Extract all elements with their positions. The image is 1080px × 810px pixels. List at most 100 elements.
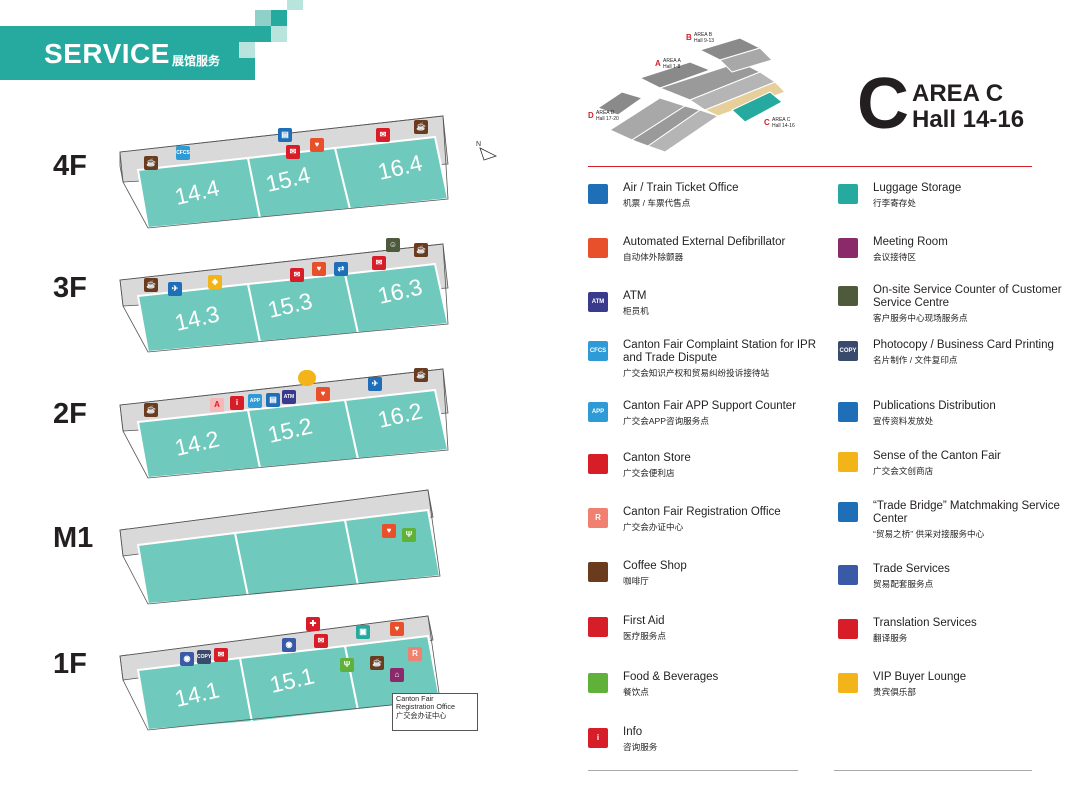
legend-label: Air / Train Ticket Office (623, 182, 739, 194)
trade-bridge-icon (838, 502, 858, 522)
legend-label: Canton Fair Registration Office (623, 506, 781, 518)
trade-bridge-icon[interactable]: ⇄ (334, 262, 348, 276)
svg-text:N: N (476, 141, 481, 148)
overview-area-c-letter: C (764, 118, 770, 127)
decor-square (255, 10, 271, 26)
translation-icon[interactable]: A (210, 398, 224, 412)
store-icon[interactable]: ✉ (372, 256, 386, 270)
defibrillator-icon[interactable]: ♥ (312, 262, 326, 276)
area-halls: Hall 14-16 (912, 106, 1025, 133)
legend-label: “Trade Bridge” Matchmaking Service Cente… (873, 500, 1060, 525)
atm-icon: ATM (588, 292, 608, 312)
defibrillator-icon[interactable]: ♥ (382, 524, 396, 538)
overview-area-b-halls: Hall 9-13 (694, 38, 714, 44)
store-icon[interactable]: ✉ (376, 128, 390, 142)
overview-area-a-letter: A (655, 59, 661, 68)
legend-label: Canton Fair Complaint Station for IPR an… (623, 339, 817, 364)
overview-area-c: AREA C (772, 117, 791, 123)
cfcs-icon[interactable]: CFCS (176, 146, 190, 160)
food-icon[interactable]: Ψ (340, 658, 354, 672)
legend-label: ATM (623, 290, 647, 302)
legend-label-zh: 咨询服务 (623, 742, 658, 752)
legend-label: Info (623, 726, 643, 738)
registration-icon: R (588, 508, 608, 528)
divider (588, 770, 798, 771)
coffee-icon[interactable]: ☕ (144, 403, 158, 417)
overview-area-d: AREA D (596, 110, 615, 116)
food-icon (588, 673, 608, 693)
ticket-icon[interactable]: ✈ (368, 377, 382, 391)
legend-label: Publications Distribution (873, 400, 996, 412)
defibrillator-icon[interactable]: ♥ (316, 387, 330, 401)
registration-icon[interactable]: R (408, 647, 422, 661)
app-icon[interactable]: APP (248, 394, 262, 408)
legend-label-zh: 贸易配套服务点 (873, 579, 934, 589)
legend-label: Canton Fair APP Support Counter (623, 400, 797, 412)
vip-lounge-icon[interactable]: ◆ (208, 275, 222, 289)
coffee-icon[interactable]: ☕ (370, 656, 384, 670)
callout-line: Canton Fair (396, 694, 434, 703)
coffee-icon[interactable]: ☕ (144, 278, 158, 292)
legend-label: Luggage Storage (873, 182, 962, 194)
trade-services-icon (838, 565, 858, 585)
first-aid-icon[interactable]: ✚ (306, 617, 320, 631)
floor-label-m1: M1 (53, 522, 94, 554)
store-icon[interactable]: ✉ (214, 648, 228, 662)
legend-label: Coffee Shop (623, 560, 687, 572)
legend-label-zh: 贵宾俱乐部 (873, 687, 916, 697)
store-icon[interactable]: ✉ (286, 145, 300, 159)
info-icon: i (588, 728, 608, 748)
legend-label-zh: 客户服务中心现场服务点 (873, 313, 968, 323)
trade-services-icon[interactable]: ◉ (282, 638, 296, 652)
vip-lounge-icon (838, 673, 858, 693)
decor-square (255, 26, 271, 42)
overview-area-c-halls: Hall 14-16 (772, 123, 795, 129)
divider (588, 166, 1032, 167)
floor-label-3f: 3F (53, 272, 87, 304)
coffee-icon[interactable]: ☕ (414, 120, 428, 134)
legend-label: VIP Buyer Lounge (873, 671, 967, 683)
copy-icon[interactable]: COPY (197, 650, 211, 664)
divider (834, 770, 1032, 771)
customer-service-icon[interactable]: ☺ (386, 238, 400, 252)
overview-area-a: AREA A (663, 58, 681, 64)
publications-icon[interactable]: ▤ (266, 393, 280, 407)
store-icon[interactable]: ✉ (290, 268, 304, 282)
info-icon[interactable]: i (230, 396, 244, 410)
legend-label-zh: 柜员机 (623, 306, 649, 316)
coffee-icon[interactable]: ☕ (414, 243, 428, 257)
legend-label-zh: “贸易之桥” 供采对接服务中心 (873, 529, 985, 539)
luggage-icon[interactable]: ▣ (356, 625, 370, 639)
coffee-icon[interactable]: ☕ (144, 156, 158, 170)
atm-icon[interactable]: ATM (282, 390, 296, 404)
store-icon[interactable]: ✉ (314, 634, 328, 648)
area-letter: C (857, 64, 909, 144)
publications-icon[interactable]: ▤ (278, 128, 292, 142)
food-icon[interactable]: Ψ (402, 528, 416, 542)
trade-services-icon[interactable]: ◉ (180, 652, 194, 666)
luggage-icon (838, 184, 858, 204)
ticket-icon[interactable]: ✈ (168, 282, 182, 296)
sense-icon[interactable] (298, 370, 316, 386)
legend-label: Meeting Room (873, 236, 948, 248)
ticket-icon (588, 184, 608, 204)
meeting-room-icon[interactable]: ⌂ (390, 668, 404, 682)
legend-label-zh: 广交会办证中心 (623, 522, 684, 532)
publications-icon (838, 402, 858, 422)
area-title: AREA C (912, 80, 1004, 107)
callout-line: 广交会办证中心 (396, 710, 447, 720)
sense-icon (838, 452, 858, 472)
coffee-icon[interactable]: ☕ (414, 368, 428, 382)
defibrillator-icon[interactable]: ♥ (310, 138, 324, 152)
overview-area-d-halls: Hall 17-20 (596, 116, 619, 122)
legend-label: Photocopy / Business Card Printing (873, 339, 1054, 351)
defibrillator-icon[interactable]: ♥ (390, 622, 404, 636)
legend-label-zh: 会议接待区 (873, 252, 916, 262)
legend-label-zh: 翻译服务 (873, 633, 908, 643)
registration-callout: Canton Fair Registration Office 广交会办证中心 (392, 693, 478, 731)
legend-label-zh: 餐饮点 (623, 687, 649, 697)
legend-label: Canton Store (623, 452, 691, 464)
overview-area-b-letter: B (686, 33, 692, 42)
legend-label-zh: 广交会APP咨询服务点 (623, 416, 709, 426)
